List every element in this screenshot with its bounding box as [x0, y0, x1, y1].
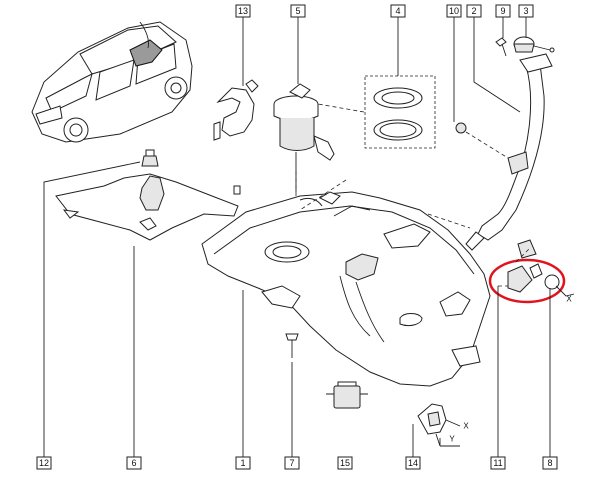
callout-8: 8: [542, 456, 558, 470]
axis-y-lower: Y: [449, 435, 455, 444]
callout-12: 12: [36, 456, 52, 470]
callout-label: 1: [240, 458, 245, 468]
filler-cap: [513, 36, 555, 53]
callout-label: 6: [131, 458, 136, 468]
callout-label: 5: [295, 6, 300, 16]
filler-pipe: [465, 53, 553, 259]
tank-location-marker: [129, 39, 163, 67]
callout-14: 14: [405, 456, 421, 470]
callout-11: 11: [490, 456, 506, 470]
callout-label: 11: [493, 458, 502, 468]
callout-label: 10: [449, 6, 459, 16]
callout-5: 5: [290, 4, 306, 18]
clip-7: [285, 333, 299, 358]
callout-label: 4: [395, 6, 400, 16]
callout-2: 2: [466, 4, 482, 18]
highlight-ring: [488, 258, 566, 304]
callout-9: 9: [495, 4, 511, 18]
leader-lines: [43, 17, 551, 457]
callout-label: 3: [523, 6, 528, 16]
callout-6: 6: [126, 456, 142, 470]
axis-x-lower: X: [463, 422, 469, 431]
callout-1: 1: [235, 456, 251, 470]
grommet: [455, 122, 509, 159]
check-valve-highlight: [488, 247, 575, 304]
fuel-filter: [326, 381, 368, 409]
screw-9: [495, 37, 507, 57]
pump-bracket: [213, 79, 259, 141]
callout-label: 2: [471, 6, 476, 16]
callout-7: 7: [284, 456, 300, 470]
callout-3: 3: [518, 4, 534, 18]
lock-ring-seal: [317, 75, 436, 149]
callout-label: 13: [238, 6, 248, 16]
axis-x-upper: X: [566, 295, 572, 304]
callout-label: 8: [547, 458, 552, 468]
car-illustration: [31, 21, 193, 143]
callout-4: 4: [390, 4, 406, 18]
splash-shield: [55, 149, 241, 241]
callout-10: 10: [446, 4, 462, 18]
callout-label: 12: [39, 458, 49, 468]
callout-label: 14: [408, 458, 418, 468]
callout-label: 15: [340, 458, 350, 468]
callout-label: 7: [289, 458, 294, 468]
fuel-tank: [201, 168, 491, 387]
callout-13: 13: [235, 4, 251, 18]
callout-15: 15: [337, 456, 353, 470]
shield-nut: [141, 149, 159, 167]
callout-label: 9: [500, 6, 505, 16]
fuel-pump-module: [273, 83, 335, 192]
bracket-14: [417, 403, 461, 447]
